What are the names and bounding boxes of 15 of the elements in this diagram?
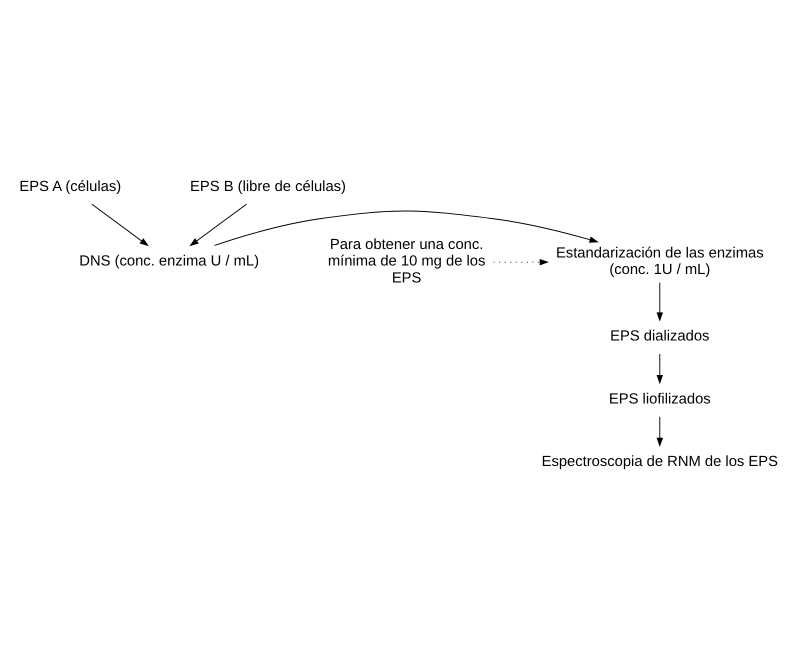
node-text: Para obtener una conc. mínima de 10 mg de los EPS — [328, 236, 486, 286]
node-text: EPS dializados — [610, 328, 710, 344]
arrow — [91, 203, 149, 246]
arrow — [189, 203, 248, 246]
arrow — [493, 258, 549, 265]
node-text: EPS A (células) — [19, 178, 122, 194]
arrow — [656, 353, 664, 384]
node-text: Estandarización de las enzimas (conc. 1U / mL) — [556, 244, 764, 278]
arrow — [656, 282, 664, 322]
node-text: DNS (conc. enzima U / mL) — [79, 253, 260, 270]
node-text: EPS liofilizados — [608, 390, 711, 407]
arrow — [214, 210, 599, 246]
arrow — [656, 416, 664, 447]
node-text: EPS B (libre de células) — [190, 178, 346, 194]
node-text: Espectroscopia de RNM de los EPS — [542, 454, 778, 470]
